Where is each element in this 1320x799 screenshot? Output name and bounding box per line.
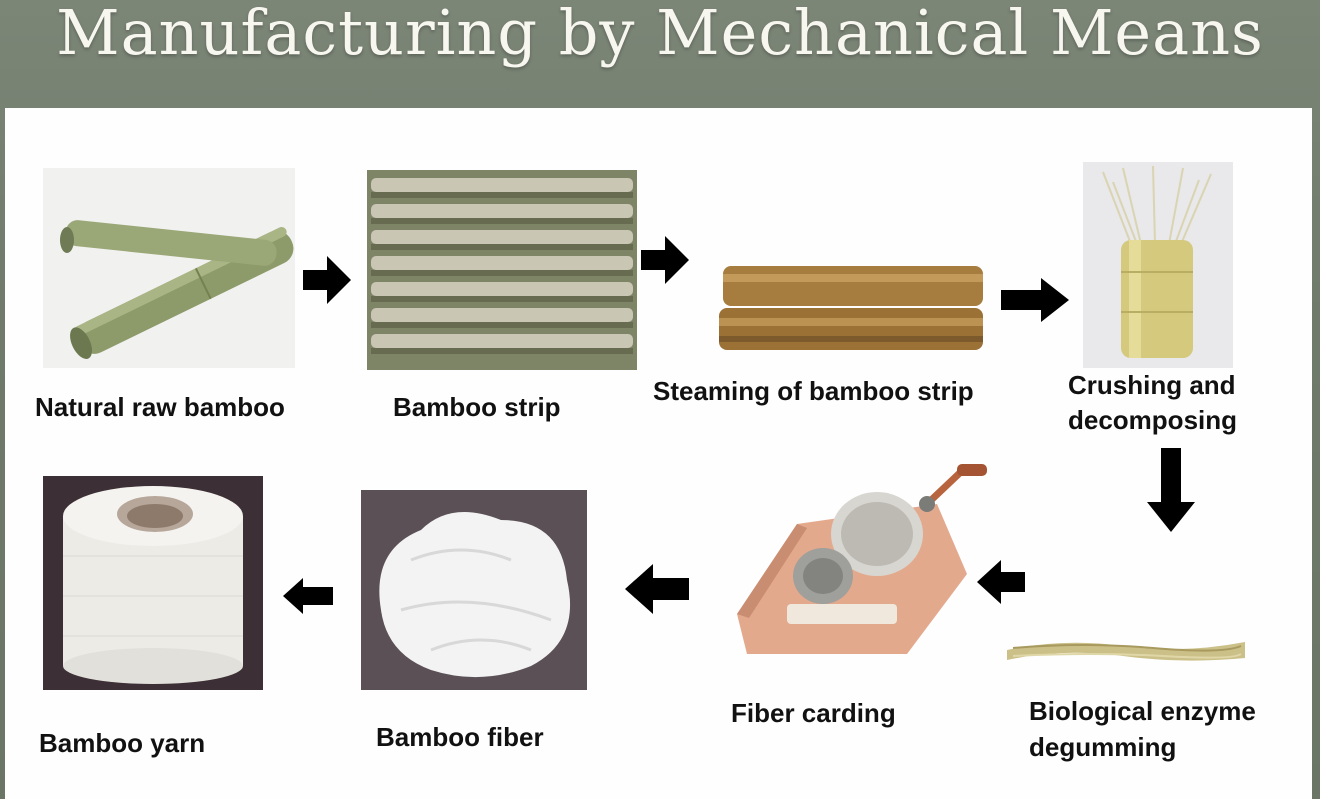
bamboo-fiber-label: Bamboo fiber: [376, 722, 544, 752]
process-panel: Natural raw bamboo: [5, 108, 1312, 799]
fiber-carding-image: [727, 464, 989, 660]
arrow-right-icon: [641, 236, 689, 284]
steaming-image: [717, 260, 987, 365]
natural-raw-bamboo-label: Natural raw bamboo: [35, 392, 285, 422]
arrow-left-icon: [283, 578, 333, 614]
page-title: Manufacturing by Mechanical Means: [56, 0, 1264, 69]
enzyme-degumming-image: [1003, 624, 1249, 672]
bamboo-yarn-image: [43, 476, 263, 690]
natural-raw-bamboo-image: [43, 168, 295, 368]
crushing-label-line1: Crushing and: [1068, 370, 1236, 400]
bamboo-strip-label: Bamboo strip: [393, 392, 561, 422]
bamboo-yarn-label: Bamboo yarn: [39, 728, 206, 758]
enzyme-label-line2: degumming: [1029, 732, 1177, 762]
fiber-carding-label: Fiber carding: [731, 698, 896, 728]
steaming-label: Steaming of bamboo strip: [653, 376, 974, 406]
arrow-right-icon: [1001, 278, 1069, 322]
arrow-left-icon: [625, 564, 689, 614]
crushing-image: [1083, 162, 1233, 368]
bamboo-fiber-image: [361, 490, 587, 690]
arrow-right-icon: [303, 256, 351, 304]
crushing-label-line2: decomposing: [1068, 405, 1238, 435]
bamboo-strip-image: [367, 170, 637, 370]
arrow-down-icon: [1147, 448, 1195, 532]
enzyme-label-line1: Biological enzyme: [1029, 696, 1256, 726]
arrow-left-icon: [977, 560, 1025, 604]
